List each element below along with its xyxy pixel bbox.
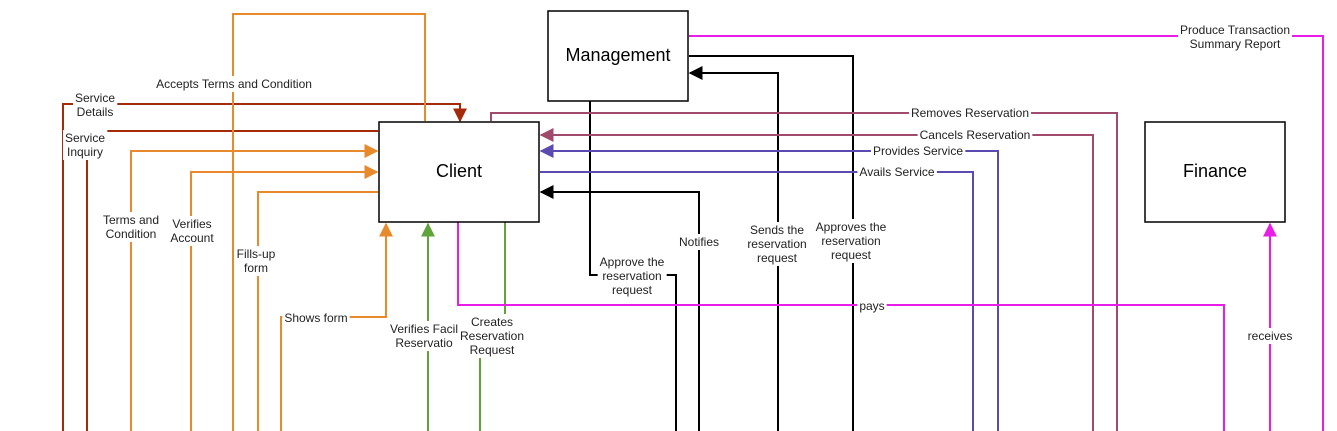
edge-label-removes-reservation: Removes Reservation	[908, 105, 1032, 121]
edge-label-line: Service	[65, 131, 105, 145]
edge-fills-up-form	[257, 191, 378, 431]
edge-label-cancels-reservation: Cancels Reservation	[917, 127, 1033, 143]
edge-label-notifies: Notifies	[676, 234, 722, 250]
edge-label-avails-service: Avails Service	[857, 164, 937, 180]
edge-label-line: Reservatio	[395, 336, 453, 350]
edge-label-line: Terms and	[103, 213, 159, 227]
edge-produce-report	[689, 35, 1324, 431]
edge-label-line: Approve the	[600, 255, 665, 269]
edge-label-line: Inquiry	[67, 145, 103, 159]
edge-label-line: Details	[77, 105, 114, 119]
edge-label-line: Removes Reservation	[911, 106, 1029, 120]
edge-label-pays: pays	[857, 298, 887, 314]
edge-label-line: pays	[859, 299, 884, 313]
edge-label-provides-service: Provides Service	[870, 143, 966, 159]
edge-label-line: Notifies	[679, 235, 719, 249]
edge-label-line: request	[612, 283, 653, 297]
edge-label-receives: receives	[1245, 328, 1295, 344]
edge-provides-service	[539, 144, 999, 431]
node-client[interactable]: Client	[378, 121, 540, 223]
edge-label-line: reservation	[821, 234, 880, 248]
edge-label-line: Cancels Reservation	[920, 128, 1031, 142]
edge-label-line: Verifies	[172, 217, 211, 231]
edge-service-details	[62, 103, 467, 431]
edge-label-line: Produce Transaction	[1180, 23, 1290, 37]
edge-label-line: receives	[1248, 329, 1293, 343]
edge-label-line: Reservation	[460, 329, 524, 343]
edge-label-line: Provides Service	[873, 144, 963, 158]
edge-label-accepts-terms: Accepts Terms and Condition	[154, 76, 314, 92]
node-finance-label: Finance	[1183, 161, 1247, 181]
edge-label-line: Accepts Terms and Condition	[156, 77, 312, 91]
edge-label-line: Verifies Facil	[390, 322, 458, 336]
edge-label-line: Avails Service	[859, 165, 934, 179]
edge-label-line: Account	[170, 231, 214, 245]
edge-label-line: Summary Report	[1190, 37, 1281, 51]
edge-label-line: reservation	[747, 237, 806, 251]
node-management[interactable]: Management	[547, 10, 689, 102]
edge-label-line: Fills-up	[237, 247, 276, 261]
edge-label-line: request	[831, 248, 872, 262]
edge-label-line: Request	[470, 343, 515, 357]
edge-label-line: Creates	[471, 315, 513, 329]
edge-notifies	[539, 185, 700, 431]
edge-accepts-terms	[232, 13, 426, 431]
edge-label-line: reservation	[602, 269, 661, 283]
edge-label-line: request	[757, 251, 798, 265]
edge-label-line: Service	[75, 91, 115, 105]
node-management-label: Management	[565, 45, 670, 65]
edge-verifies-account	[190, 165, 379, 431]
edge-terms-condition	[130, 144, 379, 431]
edge-label-shows-form: Shows form	[282, 310, 350, 326]
edge-shows-form	[280, 222, 393, 431]
edge-label-line: Sends the	[750, 223, 804, 237]
edge-label-line: form	[244, 261, 268, 275]
edge-cancels-reservation	[539, 128, 1094, 431]
edge-avails-service	[540, 171, 974, 431]
edge-label-line: Condition	[106, 227, 157, 241]
node-client-label: Client	[436, 161, 482, 181]
edge-sends-request	[688, 66, 779, 431]
edge-removes-reservation	[490, 112, 1118, 431]
edge-pays	[457, 222, 1225, 431]
edge-label-line: Approves the	[816, 220, 887, 234]
node-finance[interactable]: Finance	[1144, 121, 1286, 223]
edge-creates-reservation	[479, 222, 506, 431]
edge-label-line: Shows form	[284, 311, 347, 325]
